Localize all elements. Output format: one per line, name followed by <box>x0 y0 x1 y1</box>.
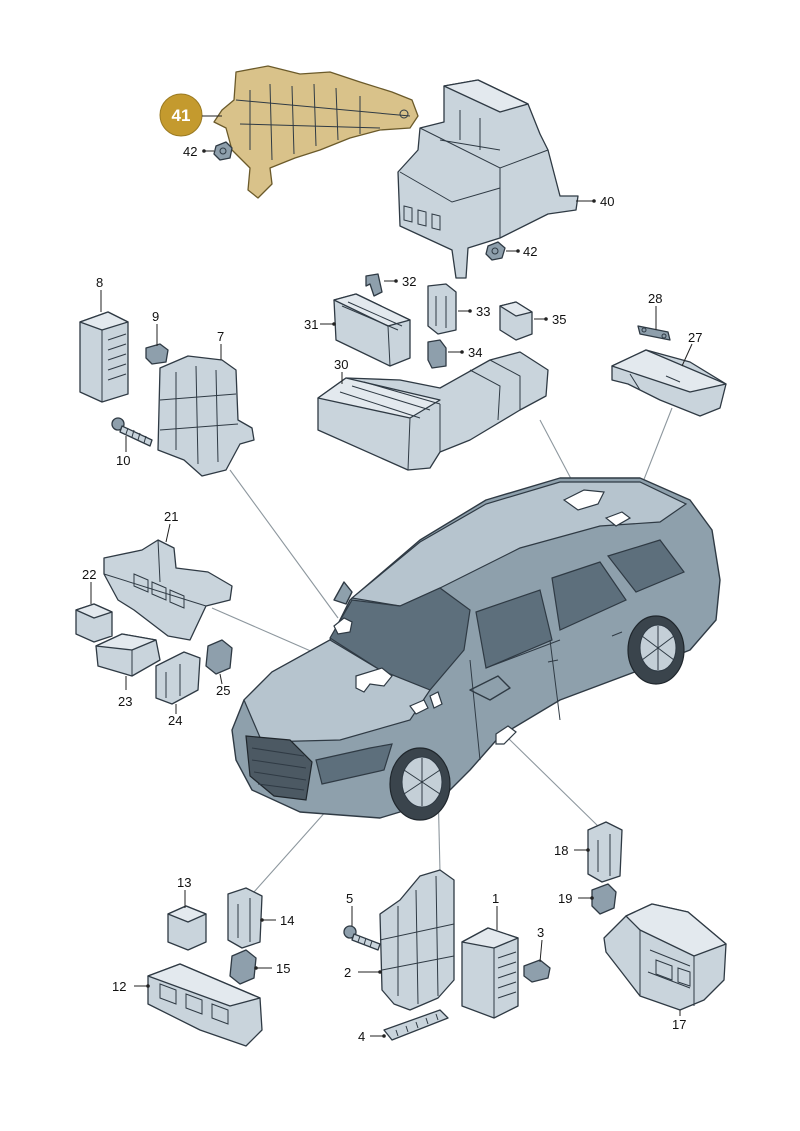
part-25-clip[interactable] <box>205 639 233 675</box>
label-35: 35 <box>552 312 566 327</box>
label-42-lower: 42 <box>523 244 537 259</box>
part-19-clip[interactable] <box>591 883 617 915</box>
location-marker-27 <box>604 511 632 527</box>
part-28-clip[interactable] <box>637 325 671 341</box>
label-22: 22 <box>82 567 96 582</box>
part-32-clip[interactable] <box>365 273 383 297</box>
label-8: 8 <box>96 275 103 290</box>
location-marker-21 <box>355 667 393 693</box>
label-34: 34 <box>468 345 482 360</box>
part-30-carrier[interactable] <box>317 351 549 471</box>
label-12: 12 <box>112 979 126 994</box>
part-5-bolt[interactable] <box>343 925 381 951</box>
part-41-bracket[interactable] <box>213 65 419 199</box>
location-marker-7 <box>333 617 353 635</box>
car-wagon <box>231 477 721 821</box>
label-31: 31 <box>304 317 318 332</box>
label-2: 2 <box>344 965 351 980</box>
part-24-holder[interactable] <box>155 651 201 705</box>
part-2-bracket[interactable] <box>379 869 455 1011</box>
label-19: 19 <box>558 891 572 906</box>
label-18: 18 <box>554 843 568 858</box>
label-9: 9 <box>152 309 159 324</box>
label-15: 15 <box>276 961 290 976</box>
label-14: 14 <box>280 913 294 928</box>
part-9-fuse[interactable] <box>145 343 169 365</box>
part-7-bracket[interactable] <box>157 355 255 477</box>
part-15-clip[interactable] <box>229 949 257 985</box>
label-23: 23 <box>118 694 132 709</box>
part-42-nut-lower[interactable] <box>485 241 506 261</box>
label-5: 5 <box>346 891 353 906</box>
label-7: 7 <box>217 329 224 344</box>
part-3-fuse[interactable] <box>523 959 551 983</box>
part-23-connector[interactable] <box>95 633 161 677</box>
label-32: 32 <box>402 274 416 289</box>
part-31-relay-block[interactable] <box>333 293 411 367</box>
label-4: 4 <box>358 1029 365 1044</box>
part-18-holder[interactable] <box>587 821 623 883</box>
location-marker-30 <box>562 489 605 511</box>
label-21: 21 <box>164 509 178 524</box>
part-17-carrier[interactable] <box>603 903 727 1011</box>
label-33: 33 <box>476 304 490 319</box>
part-13-relay[interactable] <box>167 905 207 951</box>
part-10-bolt[interactable] <box>111 417 153 447</box>
part-27-cover[interactable] <box>611 349 727 417</box>
location-marker-2 <box>429 691 443 709</box>
label-40: 40 <box>600 194 614 209</box>
part-40-control-unit[interactable] <box>397 79 579 279</box>
label-28: 28 <box>648 291 662 306</box>
label-1: 1 <box>492 891 499 906</box>
label-30: 30 <box>334 357 348 372</box>
part-34-clip[interactable] <box>427 339 447 369</box>
part-35-relay[interactable] <box>499 301 533 341</box>
part-22-relay[interactable] <box>75 603 113 643</box>
part-1-relay-box[interactable] <box>461 927 519 1019</box>
part-21-bracket[interactable] <box>103 539 233 641</box>
label-13: 13 <box>177 875 191 890</box>
part-42-nut-upper[interactable] <box>213 141 233 161</box>
part-14-holder[interactable] <box>227 887 263 949</box>
label-25: 25 <box>216 683 230 698</box>
badge-41-label: 41 <box>172 106 191 125</box>
label-24: 24 <box>168 713 182 728</box>
label-3: 3 <box>537 925 544 940</box>
part-8-relay-box[interactable] <box>79 311 129 403</box>
part-12-carrier[interactable] <box>147 963 263 1047</box>
label-42-upper: 42 <box>183 144 197 159</box>
part-4-strip[interactable] <box>383 1009 449 1041</box>
part-33-holder[interactable] <box>427 283 457 335</box>
label-17: 17 <box>672 1017 686 1032</box>
location-marker-17 <box>495 725 517 745</box>
label-27: 27 <box>688 330 702 345</box>
part-41-badge[interactable]: 41 <box>159 93 203 137</box>
label-10: 10 <box>116 453 130 468</box>
location-marker-12 <box>409 699 429 715</box>
